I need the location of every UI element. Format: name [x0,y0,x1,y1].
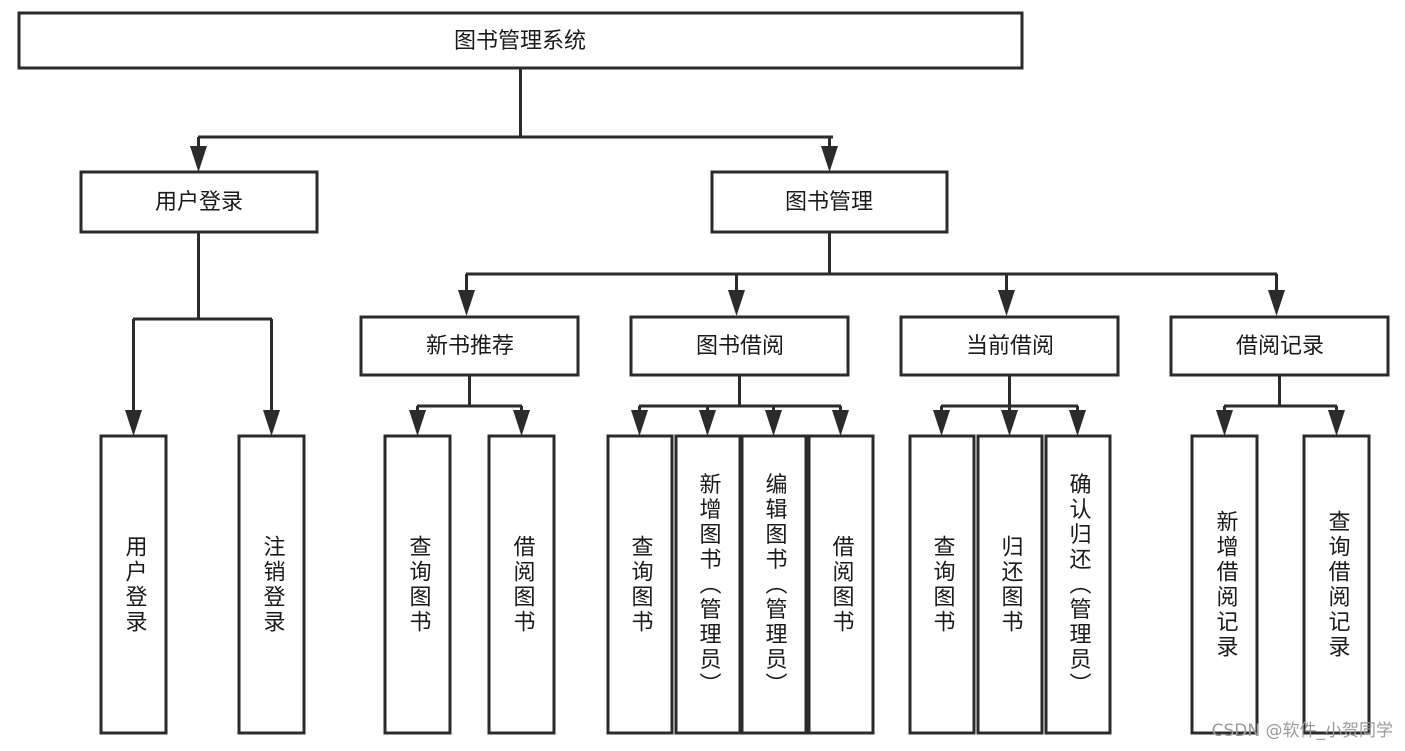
connector-group-book-borrow-to-leaves [631,375,849,436]
node-leaf-query-book-2-box[interactable] [606,434,674,735]
arrowhead-leaf-return-book [1001,410,1018,436]
node-root-label: 图书管理系统 [454,29,586,54]
node-leaf-query-record-box[interactable] [1302,434,1371,735]
node-leaf-borrow-book-1[interactable]: 借阅图书 [487,434,556,735]
node-user-login-box[interactable] [79,170,319,234]
node-leaf-logout-login-label: 注销登录 [260,535,286,635]
arrowhead-leaf-borrow-book-2 [832,410,849,436]
connector-group-new-book-recommend-to-leaves [409,375,530,436]
node-leaf-query-book-3-label: 查询图书 [930,535,956,635]
node-book-management[interactable]: 图书管理 [710,170,949,234]
arrowhead-leaf-add-book [699,410,716,436]
node-leaf-logout-login-box[interactable] [237,434,306,735]
node-leaf-edit-book-box[interactable] [740,434,808,735]
node-leaf-borrow-book-1-box[interactable] [487,434,556,735]
node-current-borrow-box[interactable] [899,315,1120,377]
arrowhead-borrow-record [1268,290,1285,316]
node-leaf-query-book-2-label: 查询图书 [628,535,654,635]
node-leaf-query-book-1-box[interactable] [383,434,452,735]
node-leaf-add-book[interactable]: 新增图书（管理员） [674,434,742,735]
node-new-book-recommend[interactable]: 新书推荐 [359,315,580,377]
node-new-book-recommend-box[interactable] [359,315,580,377]
arrowhead-new-book-recommend [458,290,475,316]
node-leaf-add-record[interactable]: 新增借阅记录 [1190,434,1259,735]
arrowhead-leaf-query-record [1328,410,1345,436]
arrowhead-book-borrow [728,290,745,316]
arrowhead-current-borrow [998,290,1015,316]
node-leaf-confirm-return[interactable]: 确认归还（管理员） [1044,434,1112,735]
node-book-management-label: 图书管理 [785,190,873,215]
arrowhead-leaf-confirm-return [1069,410,1086,436]
connector-group-root-to-level2 [190,68,838,172]
node-user-login[interactable]: 用户登录 [79,170,319,234]
arrowhead-leaf-query-book-2 [631,410,648,436]
node-leaf-query-record-label: 查询借阅记录 [1325,510,1351,660]
node-root[interactable]: 图书管理系统 [17,11,1024,70]
node-leaf-query-book-1[interactable]: 查询图书 [383,434,452,735]
connector-group-borrow-record-to-leaves [1216,375,1345,436]
node-leaf-user-login-box[interactable] [99,434,168,735]
node-current-borrow-label: 当前借阅 [966,334,1054,359]
connector-group-user-login-to-leaves [125,232,280,436]
node-leaf-add-book-box[interactable] [674,434,742,735]
node-leaf-add-record-label: 新增借阅记录 [1213,510,1239,660]
node-leaf-borrow-book-2-box[interactable] [807,434,875,735]
node-leaf-query-book-2[interactable]: 查询图书 [606,434,674,735]
node-leaf-return-book-box[interactable] [976,434,1044,735]
node-borrow-record-box[interactable] [1169,315,1390,377]
node-book-borrow[interactable]: 图书借阅 [629,315,850,377]
node-leaf-add-record-box[interactable] [1190,434,1259,735]
node-leaf-query-book-3[interactable]: 查询图书 [908,434,976,735]
node-leaf-edit-book[interactable]: 编辑图书（管理员） [740,434,808,735]
arrowhead-book-management [821,146,838,172]
connector-group-book-management-to-level3 [458,232,1285,316]
node-book-borrow-box[interactable] [629,315,850,377]
arrowhead-leaf-borrow-book-1 [513,410,530,436]
node-leaf-edit-book-label: 编辑图书（管理员） [762,473,788,698]
node-root-box[interactable] [17,11,1024,70]
node-leaf-borrow-book-2-label: 借阅图书 [829,535,855,635]
node-leaf-query-record[interactable]: 查询借阅记录 [1302,434,1371,735]
node-leaf-add-book-label: 新增图书（管理员） [696,473,722,698]
node-leaf-user-login[interactable]: 用户登录 [99,434,168,735]
arrowhead-leaf-edit-book [765,410,782,436]
node-current-borrow[interactable]: 当前借阅 [899,315,1120,377]
arrowhead-leaf-logout-login [263,410,280,436]
node-book-management-box[interactable] [710,170,949,234]
node-leaf-query-book-1-label: 查询图书 [406,535,432,635]
node-leaf-borrow-book-1-label: 借阅图书 [510,535,536,635]
arrowhead-leaf-add-record [1216,410,1233,436]
node-new-book-recommend-label: 新书推荐 [426,334,514,359]
node-book-borrow-label: 图书借阅 [696,334,784,359]
node-leaf-user-login-label: 用户登录 [122,535,148,635]
node-leaf-confirm-return-box[interactable] [1044,434,1112,735]
node-leaf-confirm-return-label: 确认归还（管理员） [1066,473,1092,698]
connector-group-current-borrow-to-leaves [933,375,1086,436]
node-borrow-record-label: 借阅记录 [1236,334,1324,359]
node-leaf-borrow-book-2[interactable]: 借阅图书 [807,434,875,735]
node-leaf-query-book-3-box[interactable] [908,434,976,735]
node-leaf-logout-login[interactable]: 注销登录 [237,434,306,735]
node-borrow-record[interactable]: 借阅记录 [1169,315,1390,377]
arrowhead-leaf-query-book-3 [933,410,950,436]
node-leaf-return-book[interactable]: 归还图书 [976,434,1044,735]
node-user-login-label: 用户登录 [155,190,243,215]
arrowhead-leaf-query-book-1 [409,410,426,436]
arrowhead-leaf-user-login [125,410,142,436]
arrowhead-user-login [190,146,207,172]
node-leaf-return-book-label: 归还图书 [998,535,1024,635]
